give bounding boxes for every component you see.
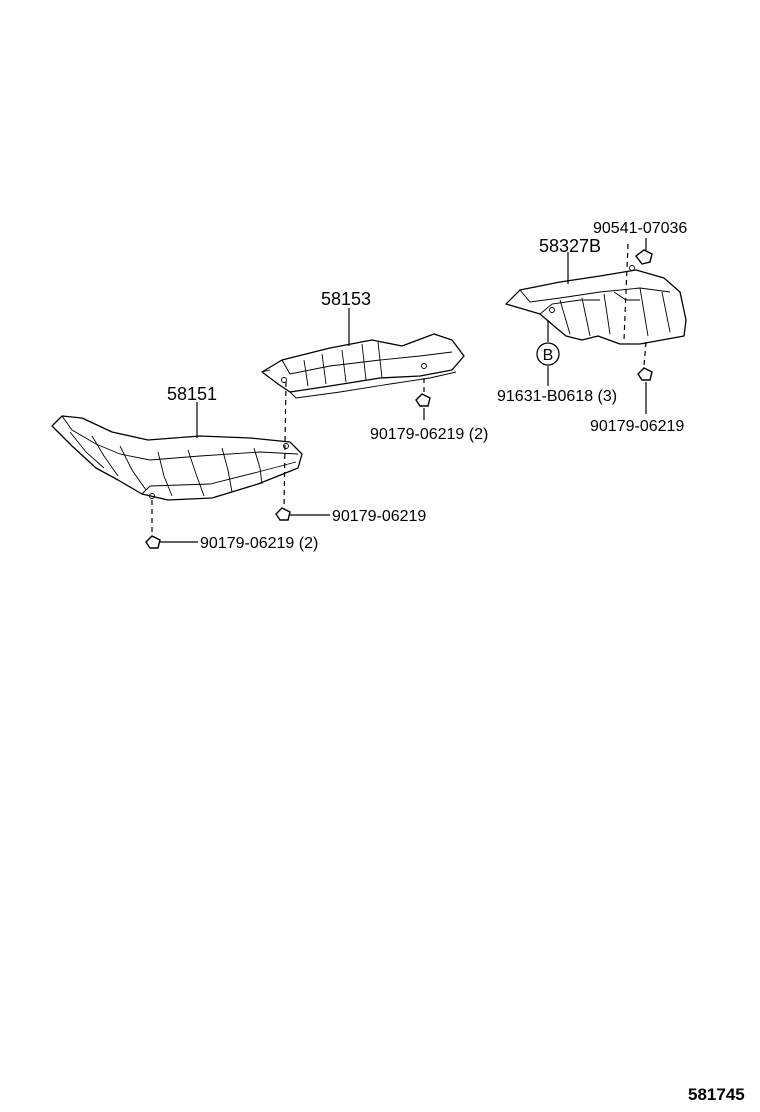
diagram-id: 581745 xyxy=(688,1085,745,1104)
label-90179-06219-center: 90179-06219 xyxy=(332,508,426,525)
label-91631-b0618: 91631-B0618 (3) xyxy=(497,388,617,405)
heat-insulator-58151[interactable] xyxy=(51,415,303,501)
clip-90179-left[interactable] xyxy=(145,535,161,549)
label-90179-06219-right: 90179-06219 xyxy=(590,418,684,435)
heat-insulator-58153[interactable] xyxy=(261,333,465,399)
clip-90541[interactable] xyxy=(635,249,653,265)
clip-90179-right[interactable] xyxy=(637,367,653,381)
heat-insulator-58327b[interactable] xyxy=(505,265,687,345)
marker-b-label: B xyxy=(543,347,554,364)
label-58153: 58153 xyxy=(321,289,371,309)
label-90541-07036: 90541-07036 xyxy=(593,220,687,237)
clip-90179-mid[interactable] xyxy=(415,393,431,407)
label-90179-06219-mid: 90179-06219 (2) xyxy=(370,426,488,443)
label-90179-06219-left: 90179-06219 (2) xyxy=(200,535,318,552)
label-58151: 58151 xyxy=(167,384,217,404)
marker-b: B xyxy=(536,342,560,366)
clip-90179-center[interactable] xyxy=(275,507,291,521)
label-58327b: 58327B xyxy=(539,236,601,256)
